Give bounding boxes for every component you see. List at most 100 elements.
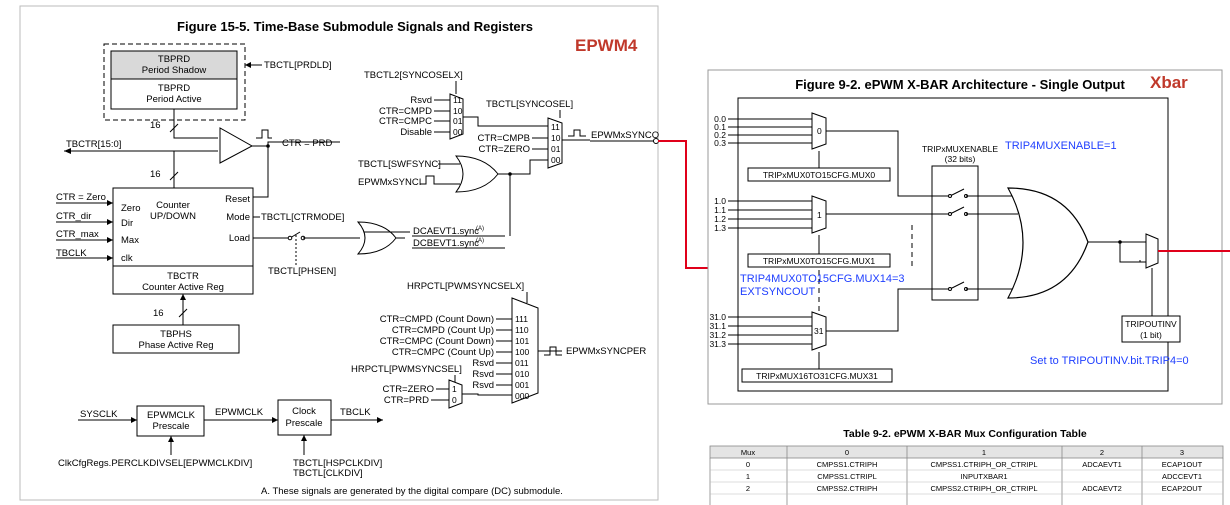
dc-or-gate bbox=[356, 221, 397, 255]
counter-mode-pin: Mode bbox=[226, 212, 250, 223]
tbprd-shadow-sub: Period Shadow bbox=[142, 65, 207, 76]
mux3-code-111: 111 bbox=[515, 314, 528, 324]
th-3: 3 bbox=[1180, 448, 1184, 457]
table-cell: CMPSS1.CTRIPH bbox=[817, 460, 878, 469]
tbclk-out-label: TBCLK bbox=[340, 407, 371, 418]
bus-width-16a: 16 bbox=[150, 120, 161, 131]
counter-mode: UP/DOWN bbox=[150, 211, 196, 222]
mux3-in-2: CTR=CMPC (Count Down) bbox=[380, 336, 494, 347]
syncoselx-mux bbox=[449, 93, 464, 140]
tripoutinv-bits: (1 bit) bbox=[1140, 330, 1162, 340]
mux1-in-cmpc: CTR=CMPC bbox=[379, 116, 432, 127]
table-title: Table 9-2. ePWM X-BAR Mux Configuration … bbox=[843, 428, 1087, 440]
tbphs-box bbox=[112, 324, 240, 354]
xbar-tag: Xbar bbox=[1150, 73, 1188, 92]
g0-in-0: 0.0 bbox=[714, 114, 726, 124]
table-cell: CMPSS2.CTRIPH_OR_CTRIPL bbox=[930, 484, 1037, 493]
extsyncout-note: EXTSYNCOUT bbox=[740, 286, 815, 298]
mux4-in-zero: CTR=ZERO bbox=[383, 384, 434, 395]
mux3-code-100: 100 bbox=[515, 347, 529, 357]
mux2-code-10: 10 bbox=[551, 133, 561, 143]
th-mux: Mux bbox=[741, 448, 755, 457]
mux3-in-0: CTR=CMPD (Count Down) bbox=[380, 314, 494, 325]
clock-box-sub: Prescale bbox=[286, 418, 323, 429]
tbphs-sub: Phase Active Reg bbox=[139, 340, 214, 351]
epwmclk-box-sub: Prescale bbox=[153, 421, 190, 432]
tripoutinv-box bbox=[1121, 315, 1181, 343]
xbar-mux-1-label: 1 bbox=[817, 210, 822, 220]
group-0-inputs: 0.0 0.1 0.2 0.3 bbox=[714, 114, 726, 148]
syncsel-mux bbox=[448, 379, 463, 409]
mux1-code-01: 01 bbox=[453, 116, 463, 126]
muxenable-label: TRIPxMUXENABLE bbox=[922, 144, 998, 154]
tbprd-active-sub: Period Active bbox=[146, 94, 201, 105]
xbar-figure-title: Figure 9-2. ePWM X-BAR Architecture - Si… bbox=[795, 77, 1125, 92]
sysclk-label: SYSCLK bbox=[80, 409, 118, 420]
tbctr-reg-label: TBCTR bbox=[167, 271, 199, 282]
th-1: 1 bbox=[982, 448, 986, 457]
mux3-in-5: Rsvd bbox=[472, 369, 494, 380]
cfg-mux31-label: TRIPxMUX16TO31CFG.MUX31 bbox=[756, 371, 878, 381]
tbprd-dashed-frame bbox=[103, 43, 246, 121]
hspclkdiv-label: TBCTL[HSPCLKDIV] bbox=[293, 458, 382, 469]
counter-in-max: Max bbox=[121, 235, 139, 246]
table-cell: CMPSS1.CTRIPH_OR_CTRIPL bbox=[930, 460, 1037, 469]
epwmxsynci-label: EPWMxSYNCI bbox=[358, 177, 421, 188]
left-footnote: A. These signals are generated by the di… bbox=[261, 486, 563, 497]
mux2-code-11: 11 bbox=[551, 122, 560, 132]
epwmxsyncper-label: EPWMxSYNCPER bbox=[566, 346, 646, 357]
muxenable-block bbox=[931, 165, 979, 301]
mux3-code-000: 000 bbox=[515, 391, 529, 401]
footnote-mark-a: (A) bbox=[476, 226, 484, 232]
cfg-mux1-label: TRIPxMUX0TO15CFG.MUX1 bbox=[763, 256, 876, 266]
ctr-zero-input: CTR = Zero bbox=[56, 192, 106, 203]
tbctl-prdld-label: TBCTL[PRDLD] bbox=[264, 60, 332, 71]
left-figure-title: Figure 15-5. Time-Base Submodule Signals… bbox=[177, 19, 533, 34]
epwmclk-signal: EPWMCLK bbox=[215, 407, 264, 418]
table-cell: 1 bbox=[746, 472, 750, 481]
mux3-code-010: 010 bbox=[515, 369, 529, 379]
mux2-code-00: 00 bbox=[551, 155, 561, 165]
g0-in-3: 0.3 bbox=[714, 138, 726, 148]
epwm4-tag: EPWM4 bbox=[575, 36, 638, 55]
tbctl2-syncoselx-label: TBCTL2[SYNCOSELX] bbox=[364, 70, 463, 81]
cfg-mux0-label: TRIPxMUX0TO15CFG.MUX0 bbox=[763, 170, 876, 180]
xbar-boundary bbox=[737, 97, 1169, 392]
tbctr-reg-sub: Counter Active Reg bbox=[142, 282, 224, 293]
ctr-max-input: CTR_max bbox=[56, 229, 99, 240]
tbclk-input: TBCLK bbox=[56, 248, 87, 259]
table-cell: ADCCEVT1 bbox=[1162, 472, 1202, 481]
ctr-prd-label: CTR = PRD bbox=[282, 138, 333, 149]
mux14-note: TRIP4MUX0TO15CFG.MUX14=3 bbox=[740, 273, 905, 285]
dcbevt-label: DCBEVT1.sync bbox=[413, 238, 479, 249]
table-cell: ADCAEVT2 bbox=[1082, 484, 1122, 493]
mux-config-table: Mux 0 1 2 3 0 CMPSS1.CTRIPH CMPSS1.CTRIP… bbox=[709, 445, 1224, 505]
counter-title: Counter bbox=[156, 200, 190, 211]
enable-note: TRIP4MUXENABLE=1 bbox=[1005, 140, 1117, 152]
xbar-mux-1 bbox=[811, 195, 827, 234]
mux3-in-3: CTR=CMPC (Count Up) bbox=[392, 347, 494, 358]
mux2-in-cmpb: CTR=CMPB bbox=[477, 133, 530, 144]
table-cell: ADCAEVT1 bbox=[1082, 460, 1122, 469]
footnote-mark-b: (A) bbox=[476, 238, 484, 244]
xbar-mux-31-label: 31 bbox=[814, 326, 824, 336]
mux3-code-001: 001 bbox=[515, 380, 529, 390]
mux1-in-rsvd: Rsvd bbox=[410, 95, 432, 106]
hrpctl-syncselx-label: HRPCTL[PWMSYNCSELX] bbox=[407, 281, 524, 292]
clock-box-title: Clock bbox=[292, 406, 316, 417]
counter-in-dir: Dir bbox=[121, 218, 133, 229]
mux1-code-11: 11 bbox=[453, 95, 462, 105]
hrpctl-syncsel-label: HRPCTL[PWMSYNCSEL] bbox=[351, 364, 462, 375]
g1-in-1: 1.1 bbox=[714, 205, 726, 215]
tbctl-syncosel-label: TBCTL[SYNCOSEL] bbox=[486, 99, 573, 110]
table-cell: 2 bbox=[746, 484, 750, 493]
bus-width-16c: 16 bbox=[153, 308, 164, 319]
tbctl-phsen-label: TBCTL[PHSEN] bbox=[268, 266, 336, 277]
tbctl-ctrmode-label: TBCTL[CTRMODE] bbox=[261, 212, 344, 223]
enable-switches bbox=[932, 188, 1018, 291]
cfg-mux0-box bbox=[747, 167, 891, 182]
mux4-code-0: 0 bbox=[452, 395, 457, 405]
group-31-inputs: 31.0 31.1 31.2 31.3 bbox=[709, 312, 726, 349]
mux4-in-prd: CTR=PRD bbox=[384, 395, 429, 406]
g31-in-3: 31.3 bbox=[709, 339, 726, 349]
